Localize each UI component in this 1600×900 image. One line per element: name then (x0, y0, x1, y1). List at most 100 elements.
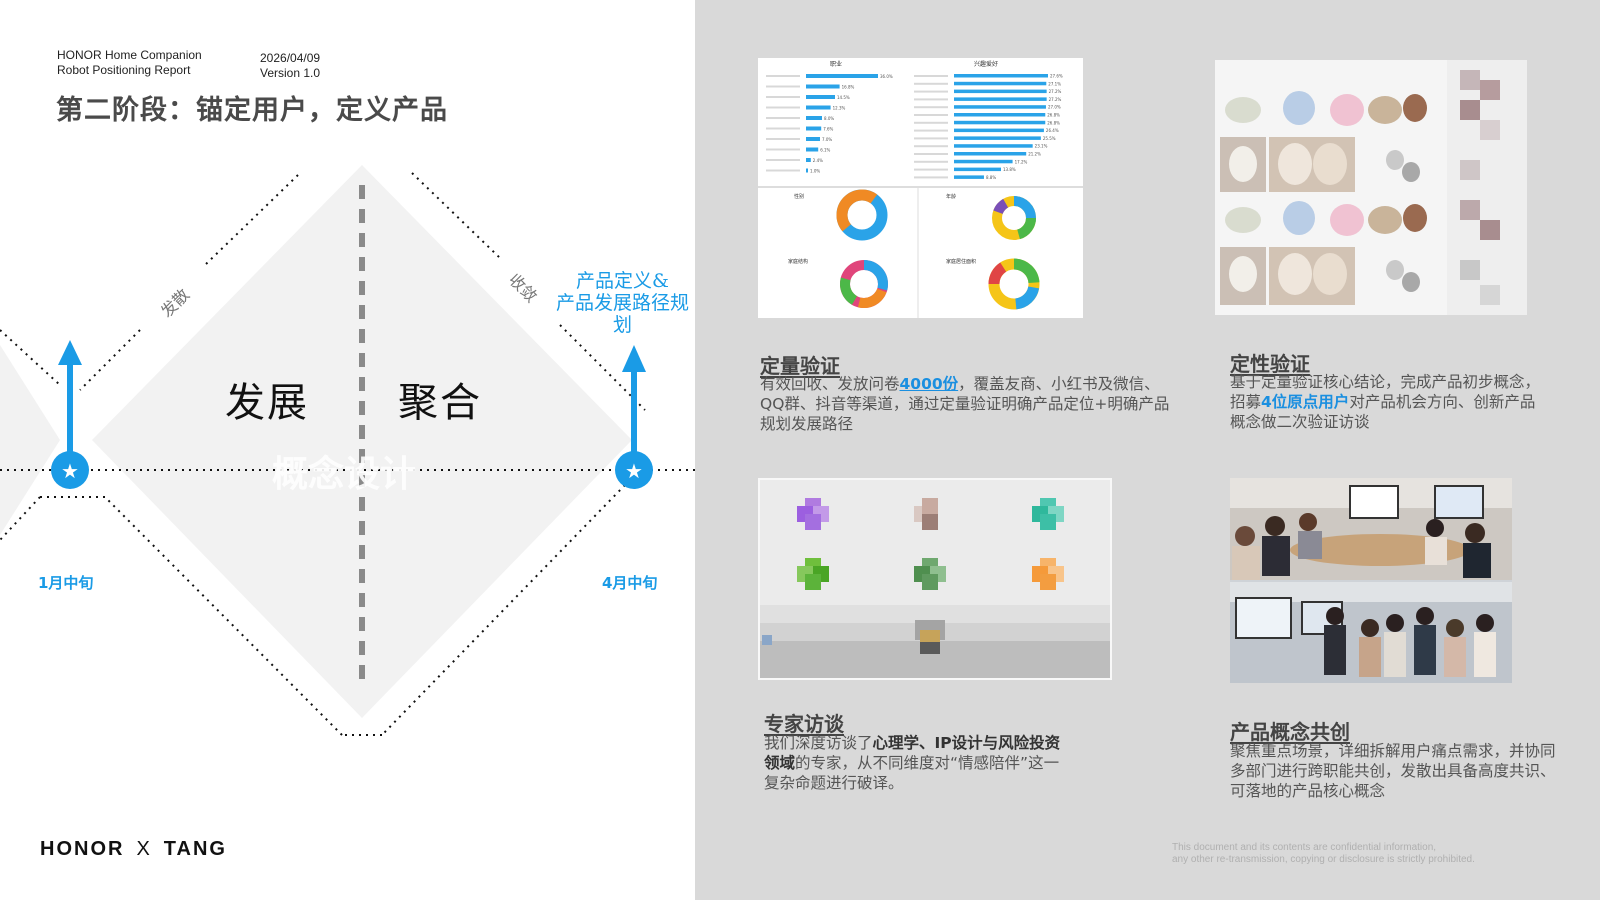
survey-bar (954, 159, 1013, 164)
goal-line1: 产品定义& (576, 270, 669, 292)
bar-category-placeholder (766, 85, 800, 88)
prev-diamond-shape (0, 345, 60, 535)
donut-gender (836, 189, 888, 241)
survey-bar (954, 128, 1044, 133)
bar-category-placeholder (914, 160, 948, 163)
survey-bar (954, 152, 1027, 156)
report-title: HONOR Home Companion Robot Positioning R… (57, 48, 202, 78)
expert-title: 专家访谈 (764, 712, 844, 736)
bar-category-placeholder (914, 98, 948, 101)
start-month: 1月中旬 (38, 574, 94, 592)
survey-bar (954, 136, 1041, 140)
survey-bar (954, 81, 1047, 86)
survey-bar (954, 175, 984, 179)
donut-label-area: 家庭居住面积 (946, 258, 976, 265)
quant-highlight: 4000份 (899, 375, 959, 393)
bar-category-placeholder (914, 106, 948, 109)
bar-category-placeholder (914, 153, 948, 155)
bar-category-placeholder (766, 159, 800, 161)
bar-category-placeholder (914, 114, 948, 116)
bar-category-placeholder (914, 121, 948, 124)
main-diamond-shape (92, 165, 632, 718)
survey-bar (806, 105, 831, 110)
survey-bar-value: 13.8% (1003, 167, 1016, 172)
bar-category-placeholder (914, 145, 948, 148)
confidential-notice: This document and its contents are confi… (1172, 842, 1475, 866)
brand-tang: TANG (163, 838, 227, 860)
expert-body: 我们深度访谈了心理学、IP设计与风险投资领域的专家，从不同维度对“情感陪伴”这一… (764, 733, 1074, 793)
survey-bar-value: 12.3% (833, 106, 846, 111)
meeting-photo-top (1230, 478, 1512, 580)
bar-category-placeholder (914, 75, 948, 77)
survey-bar (806, 158, 811, 162)
bar-category-placeholder (914, 168, 948, 171)
concept-title: 产品概念共创 (1230, 720, 1350, 744)
qual-title: 定性验证 (1230, 352, 1310, 376)
survey-bar-value: 2.4% (813, 158, 823, 163)
quant-title: 定量验证 (760, 354, 840, 378)
plush-toys-image (1215, 60, 1527, 315)
survey-bar-value: 8.0% (824, 116, 834, 121)
left-panel: HONOR Home Companion Robot Positioning R… (0, 0, 695, 900)
donut-age (992, 196, 1036, 240)
survey-bar-value: 27.2% (1049, 97, 1062, 102)
bar-category-placeholder (766, 117, 800, 119)
bar-category-placeholder (766, 75, 800, 77)
end-milestone: ★ (615, 345, 653, 489)
survey-bar (806, 116, 822, 120)
quant-text-2: ，覆盖友商、小红书及微信、QQ群、抖音等渠道，通过定量验证明确产品定位+明确产品… (760, 375, 1170, 433)
survey-bar-value: 26.8% (1047, 120, 1060, 125)
qual-text-2: 对产品机会方向、创新产品概念做二次验证访谈 (1230, 393, 1536, 431)
survey-bar (806, 126, 822, 131)
survey-bar (806, 84, 840, 89)
report-version: Version 1.0 (260, 66, 321, 80)
survey-bar (806, 137, 820, 141)
survey-bar (954, 113, 1046, 117)
bar-category-placeholder (766, 148, 800, 151)
expert-text-2: 的专家，从不同维度对“情感陪伴”这一复杂命题进行破译。 (764, 754, 1060, 792)
survey-bar (954, 89, 1047, 94)
survey-chart: 职业 兴趣爱好 36.0%16.8%14.5%12.3%8.0%7.6%7.0%… (758, 60, 1083, 318)
plush-row-3 (1225, 201, 1427, 236)
survey-bar (806, 147, 819, 152)
survey-bar-value: 27.2% (1049, 89, 1062, 94)
confidential-line2: any other re-transmission, copying or di… (1172, 854, 1475, 865)
survey-bar-value: 8.8% (986, 175, 996, 180)
bar-category-placeholder (914, 129, 948, 132)
survey-bar (954, 74, 1048, 78)
survey-bar (806, 74, 878, 78)
workshop-photos-image (1230, 478, 1512, 683)
interest-title: 兴趣爱好 (974, 60, 998, 68)
dotted-outline (0, 172, 646, 736)
interest-bars: 27.6% 27.1% 27.2% 27.2% 27.0% 26.8% 26.8% 26.4%… (914, 74, 1063, 180)
quant-body: 有效回收、发放问卷4000份，覆盖友商、小红书及微信、QQ群、抖音等渠道，通过定… (760, 374, 1175, 434)
survey-bar-value: 27.6% (1050, 74, 1063, 79)
bar-category-placeholder (766, 127, 800, 130)
quant-text-1: 有效回收、发放问卷 (760, 375, 900, 393)
blurred-strip (1447, 60, 1527, 315)
donut-label-family: 家庭结构 (788, 258, 808, 265)
donut-label-age: 年龄 (946, 193, 956, 200)
donut-family (840, 260, 888, 308)
bar-category-placeholder (914, 82, 948, 85)
survey-bar-value: 23.1% (1035, 144, 1048, 149)
survey-bar (954, 167, 1001, 172)
survey-bar (806, 95, 835, 99)
bar-category-placeholder (766, 96, 800, 98)
qual-text-1: 基于定量验证核心结论，完成产品初步概念，招募 (1230, 373, 1541, 411)
report-title-line2: Robot Positioning Report (57, 63, 191, 77)
svg-text:★: ★ (61, 459, 79, 483)
brand-x: X (136, 838, 152, 860)
survey-bar-value: 25.5% (1043, 136, 1056, 141)
survey-bar-value: 27.1% (1048, 81, 1061, 86)
survey-bar-value: 27.0% (1048, 105, 1061, 110)
expert-photos-image (758, 478, 1112, 680)
plush-row-1 (1225, 91, 1427, 126)
workshop-photos (1230, 478, 1512, 683)
survey-bar-value: 26.4% (1046, 128, 1059, 133)
donut-label-gender: 性别 (794, 193, 804, 200)
aggregate-word: 聚合 (398, 380, 482, 426)
occupation-title: 职业 (830, 60, 842, 68)
survey-bar-value: 26.8% (1047, 113, 1060, 118)
survey-bar-value: 7.6% (823, 127, 833, 132)
